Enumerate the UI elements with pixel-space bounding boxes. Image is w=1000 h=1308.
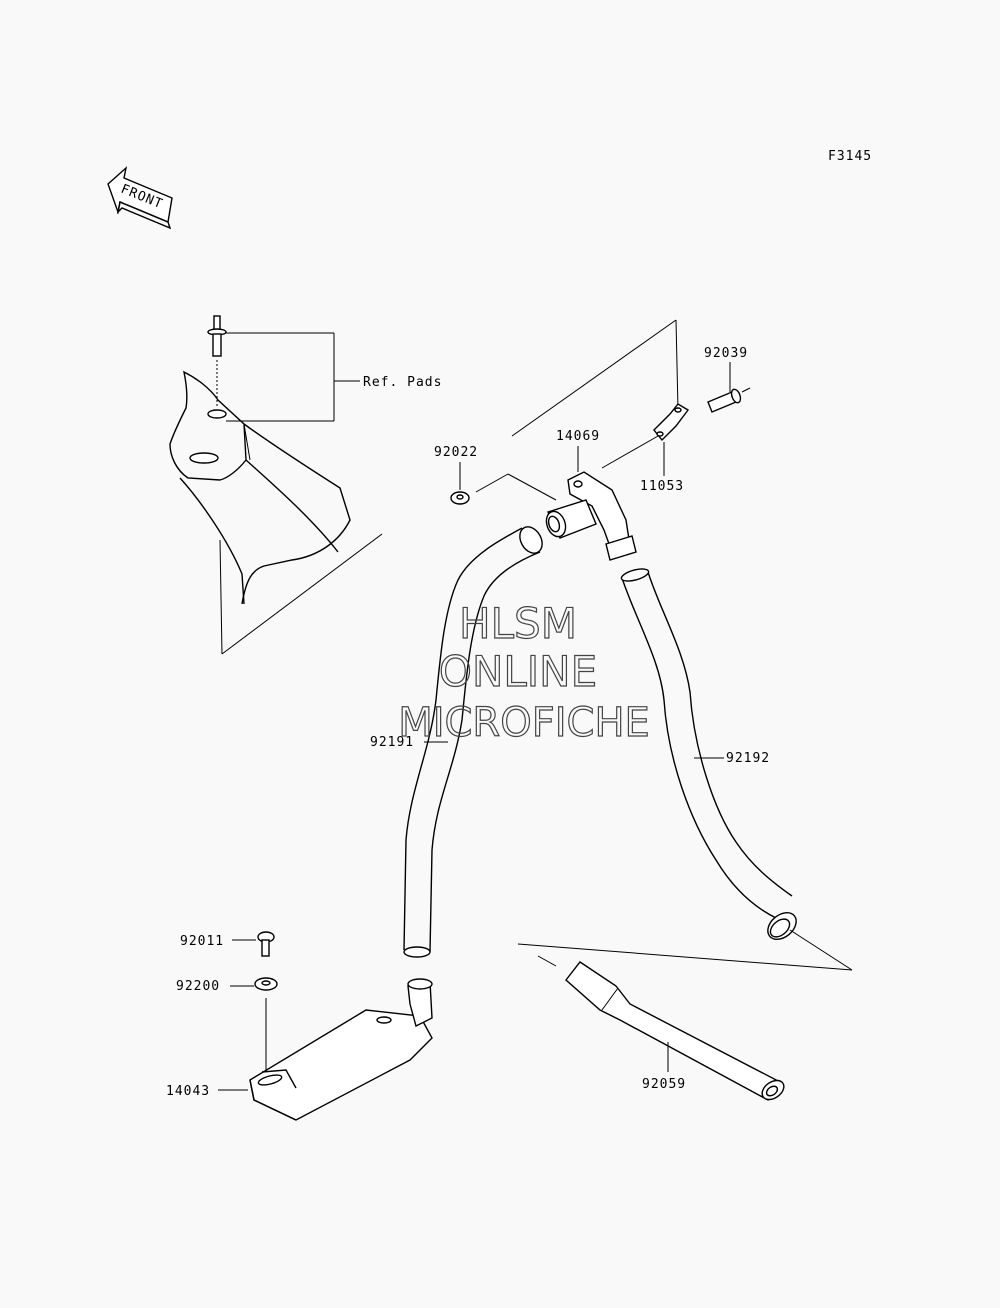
part-11053-label: 11053 — [640, 479, 684, 494]
ref-pads-label: Ref. Pads — [363, 375, 442, 390]
watermark-line2: ONLINE — [439, 647, 597, 696]
watermark-line1: HLSM — [459, 599, 577, 648]
part-14043-label: 14043 — [166, 1084, 210, 1099]
ref-pads-leader — [226, 332, 360, 422]
cover-14043-icon — [218, 978, 433, 1121]
pipe-92059-icon — [565, 961, 785, 1101]
hose-92192-icon — [620, 568, 797, 940]
part-92191-label: 92191 — [370, 735, 414, 750]
part-92022-label: 92022 — [434, 445, 478, 460]
part-92192-label: 92192 — [726, 751, 770, 766]
hull-section-drawing — [169, 370, 383, 655]
fitting-14069-icon — [545, 446, 637, 561]
watermark-line3: MICROFICHE — [398, 700, 650, 746]
watermark: HLSM ONLINE MICROFICHE — [398, 598, 651, 746]
screw-92011-icon — [232, 931, 275, 957]
pad-pin-icon — [207, 315, 227, 408]
washer-92200-icon — [230, 977, 278, 1072]
part-92059-label: 92059 — [642, 1077, 686, 1092]
lower-guide-lines — [517, 929, 853, 971]
part-14069-label: 14069 — [556, 429, 600, 444]
assembly-guide-lines — [475, 319, 679, 501]
bolt-92039-icon — [707, 362, 751, 413]
figure-id: F3145 — [828, 149, 872, 164]
part-92200-label: 92200 — [176, 979, 220, 994]
hose-92191-icon — [403, 526, 543, 958]
front-arrow-icon: FRONT — [107, 166, 173, 230]
washer-92022-icon — [450, 462, 470, 505]
part-92039-label: 92039 — [704, 346, 748, 361]
bracket-11053-icon — [653, 403, 690, 476]
part-92011-label: 92011 — [180, 934, 224, 949]
